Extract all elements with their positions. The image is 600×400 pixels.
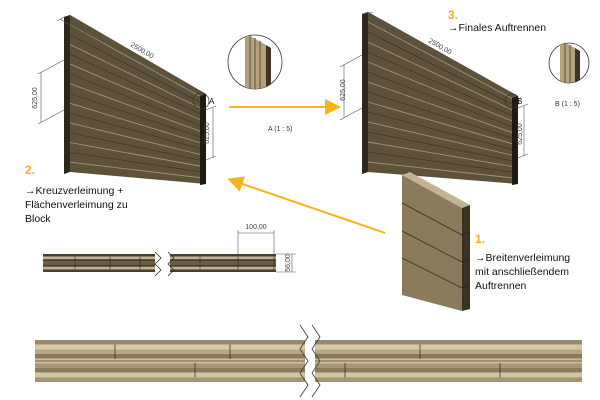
glued-block — [401, 172, 471, 311]
lamella-line — [367, 41, 519, 113]
section-height-dim: 56,00 — [285, 254, 292, 272]
section-layer — [43, 256, 155, 260]
section-width-dim: 100,00 — [245, 224, 267, 231]
section-layer — [35, 372, 305, 378]
arrow-step-1-to-2 — [227, 176, 386, 234]
section-layer — [315, 363, 582, 368]
lamella-line — [69, 152, 207, 174]
callout-b-label: B — [517, 97, 522, 106]
section-layer — [315, 377, 582, 382]
panel-right-height-dim: 625,00 — [340, 79, 347, 101]
step-1-line-2: mit anschließendem — [475, 266, 569, 278]
step-1-line-1: →Breitenverleimung — [475, 252, 571, 264]
lamella-line — [69, 53, 207, 117]
lamella-line — [69, 142, 207, 168]
section-layer — [35, 363, 305, 368]
section-layer — [170, 259, 276, 262]
detail-a-label: A (1 : 5) — [268, 126, 293, 133]
section-layer — [315, 349, 582, 354]
section-layer — [35, 349, 305, 354]
section-layer — [170, 269, 276, 272]
detail-a — [227, 34, 283, 90]
step-1-line-3: Auftrennen — [475, 280, 527, 292]
lamella-line — [367, 131, 519, 163]
lamella-line — [69, 93, 207, 140]
detail-b-label: B (1 : 5) — [555, 101, 580, 108]
panel-right-lamellae — [367, 21, 519, 179]
section-layer — [170, 264, 276, 267]
lamella-line — [69, 161, 207, 179]
lamella-line — [367, 91, 519, 141]
section-layer — [35, 340, 305, 345]
lamella-line — [367, 101, 519, 146]
section-layer — [170, 266, 276, 270]
section-layer — [170, 256, 276, 260]
lamella-line — [367, 31, 519, 108]
step-2-number: 2. — [25, 163, 36, 177]
panel-left-lamellae — [69, 24, 207, 179]
section-layer — [315, 368, 582, 373]
step-1-number: 1. — [475, 232, 486, 246]
lamella-line — [69, 122, 207, 157]
section-layer — [43, 259, 155, 262]
lamella-line — [367, 71, 519, 130]
lamella-line — [69, 24, 207, 101]
step-3-text: →Finales Auftrennen — [448, 21, 546, 35]
section-layer — [170, 254, 276, 257]
lamella-line — [367, 141, 519, 168]
callout-a-label: A — [209, 97, 215, 106]
panel-right — [362, 12, 519, 185]
step-1-text: →Breitenverleimung mit anschließendem Au… — [475, 251, 570, 293]
section-layer — [43, 269, 155, 272]
lamella-line — [367, 61, 519, 124]
section-layer — [315, 372, 582, 378]
lamella-line — [367, 161, 519, 179]
section-layer — [43, 254, 155, 257]
step-2-line-1: →Kreuzverleimung + — [25, 185, 124, 197]
section-layer — [35, 368, 305, 373]
lamella-line — [367, 21, 519, 102]
cross-section-dimensions — [237, 230, 296, 273]
section-layer — [315, 340, 582, 345]
section-layer — [43, 264, 155, 267]
panel-right-height-dim-lower: 625,00 — [517, 123, 524, 145]
panel-right-dimensions — [339, 11, 529, 159]
lamella-line — [69, 34, 207, 106]
callout-a-circle — [192, 92, 210, 110]
panel-left — [64, 15, 207, 185]
panel-left-dimensions — [37, 16, 217, 161]
step-2-line-3: Block — [25, 213, 51, 225]
step-2-line-2: Flächenverleimung zu — [25, 199, 128, 211]
step-3-number: 3. — [448, 8, 459, 22]
section-layer — [170, 261, 276, 265]
lamella-line — [69, 102, 207, 146]
section-layer — [43, 266, 155, 270]
detail-b — [548, 42, 590, 84]
lamella-line — [367, 151, 519, 174]
step-3-line-1: →Finales Auftrennen — [448, 22, 547, 34]
panel-left-height-dim-lower: 625,00 — [204, 122, 211, 144]
section-layer — [35, 354, 305, 359]
lamella-line — [367, 111, 519, 152]
lamella-line — [69, 83, 207, 134]
section-layer — [315, 354, 582, 359]
lamella-line — [69, 132, 207, 162]
lamella-line — [367, 51, 519, 119]
lamella-line — [367, 121, 519, 157]
cross-section-large — [35, 324, 582, 398]
section-layer — [315, 344, 582, 350]
step-2-text: →Kreuzverleimung + Flächenverleimung zu … — [25, 184, 128, 226]
lamella-line — [367, 81, 519, 135]
section-layer — [43, 261, 155, 265]
section-layer — [35, 344, 305, 350]
lamella-line — [69, 73, 207, 129]
panel-left-height-dim: 625,00 — [32, 87, 39, 109]
lamella-line — [69, 44, 207, 112]
lamella-line — [69, 112, 207, 151]
section-layer — [35, 377, 305, 382]
callout-b-circle — [504, 93, 520, 109]
cross-section-small — [43, 251, 276, 277]
lamella-line — [69, 63, 207, 123]
